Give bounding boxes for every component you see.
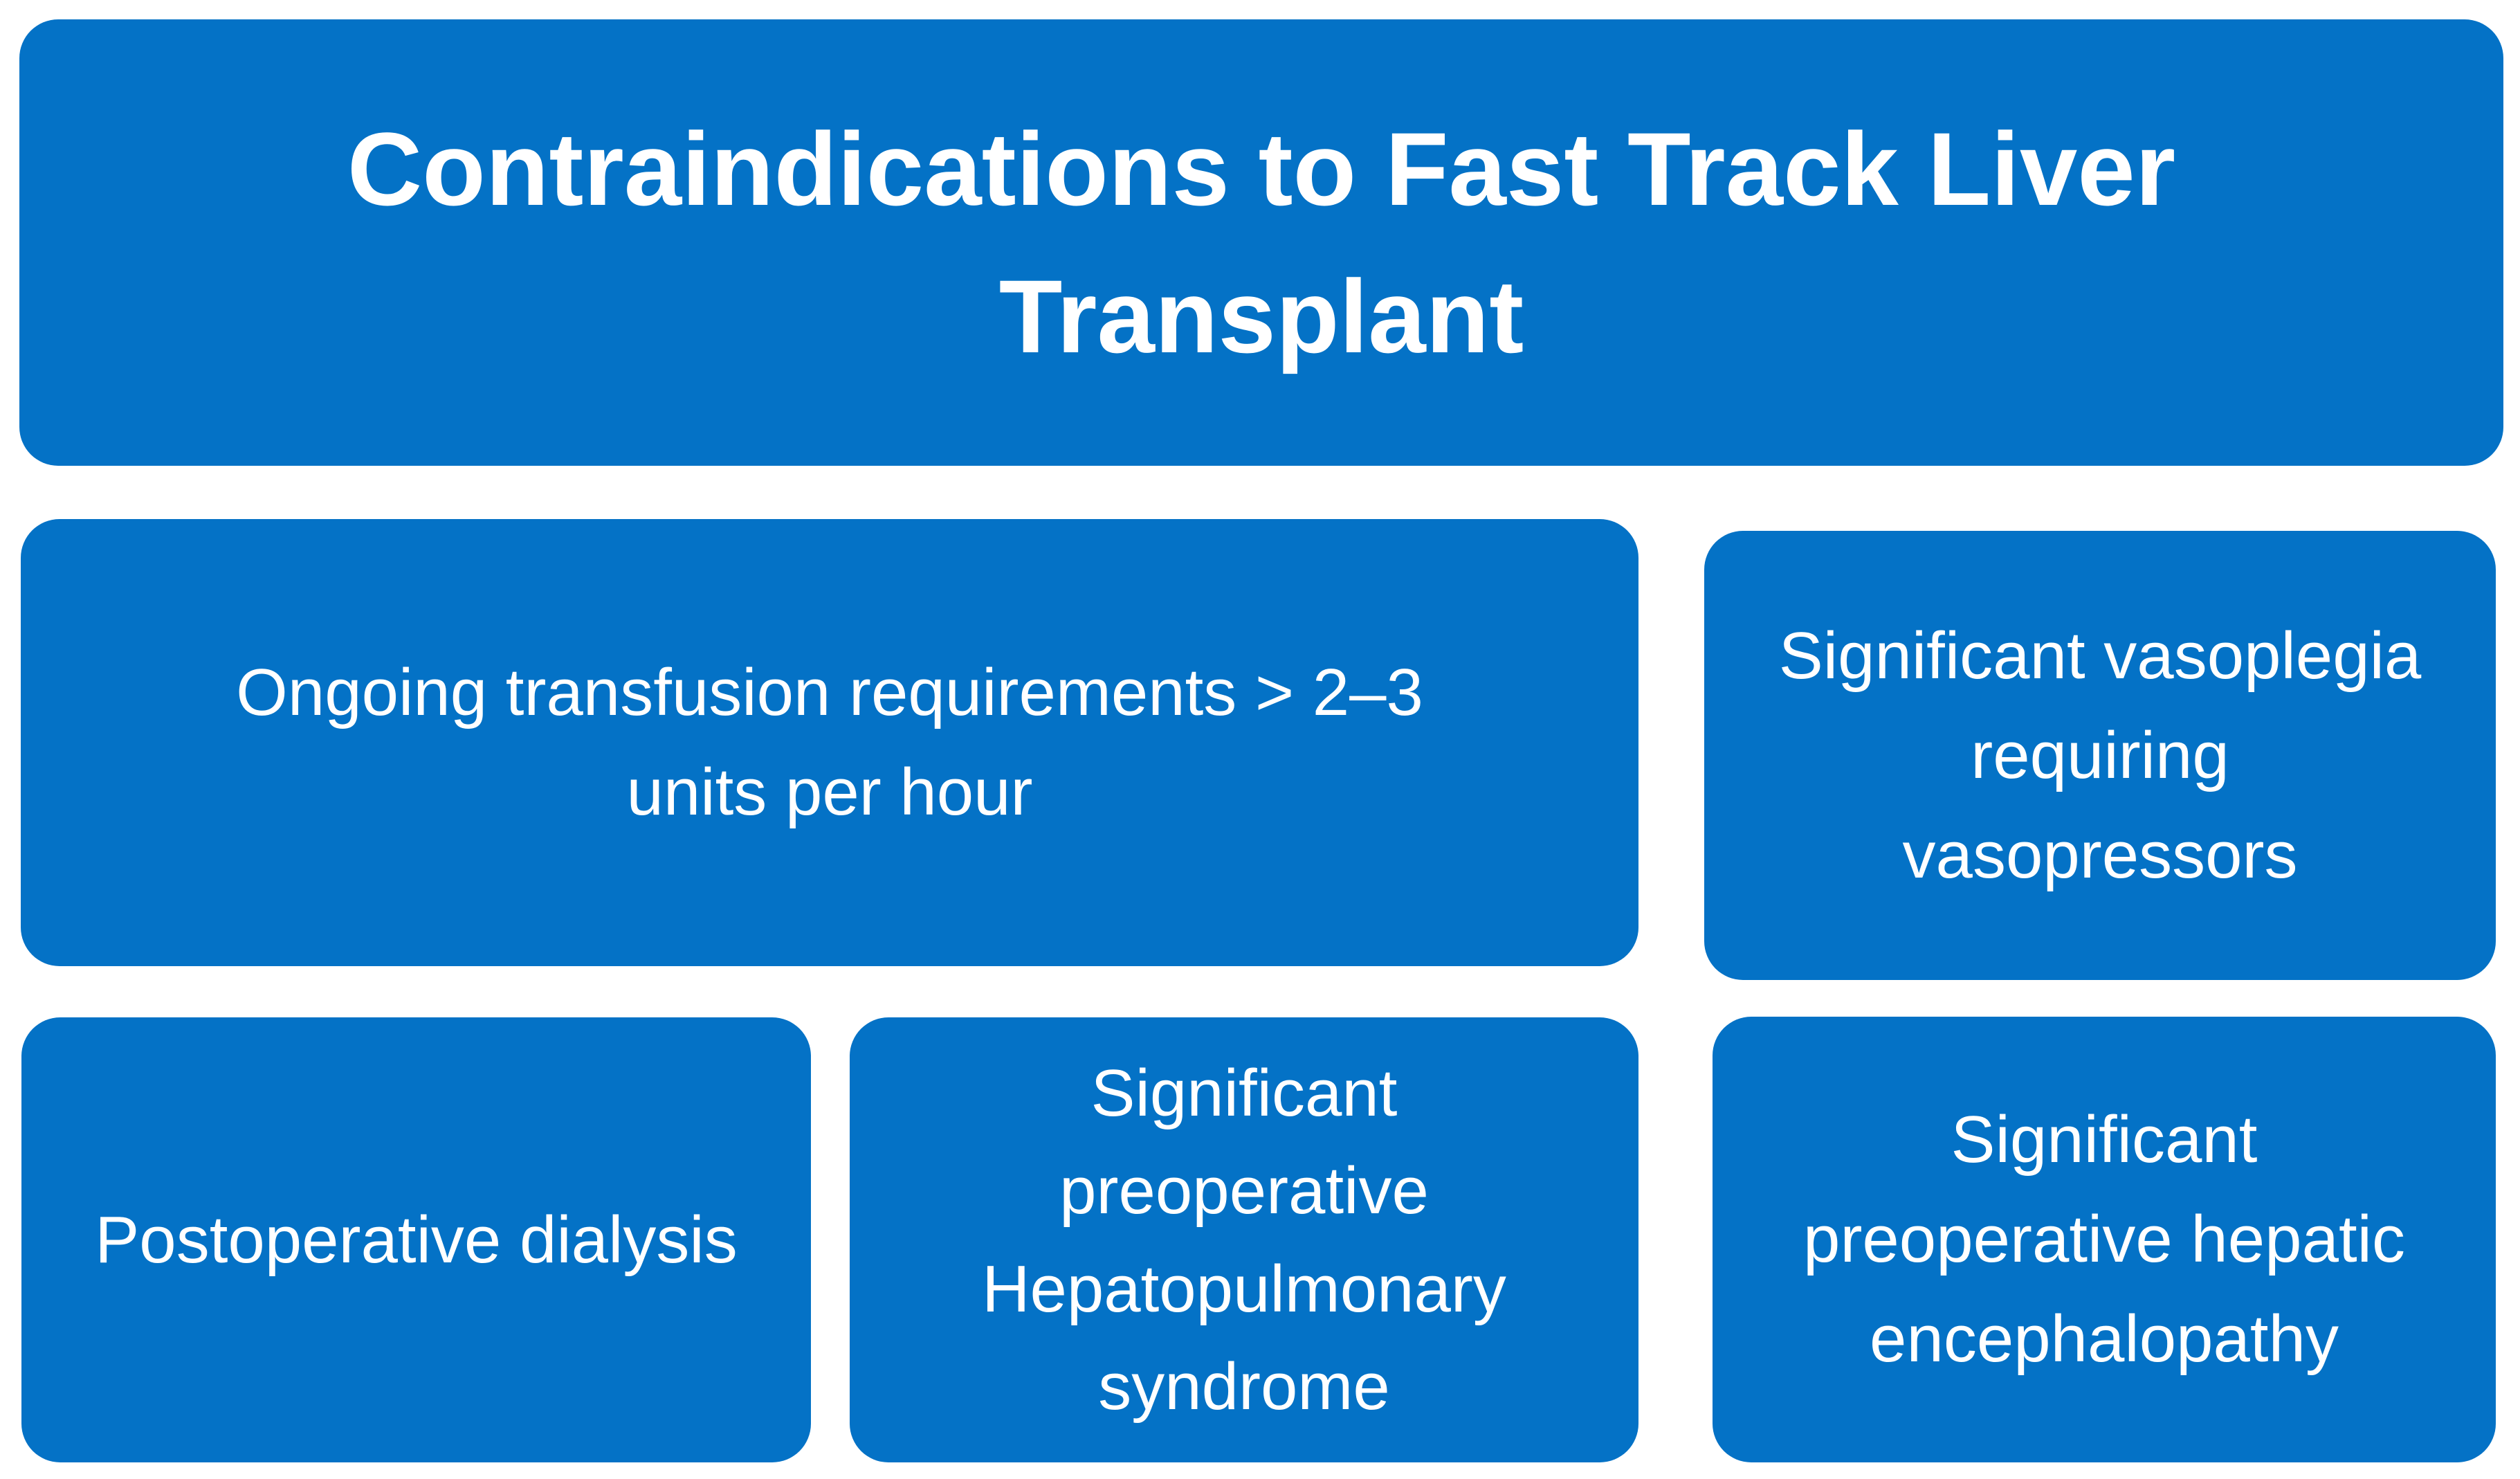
title-box: Contraindications to Fast Track Liver Tr… — [19, 19, 2503, 466]
box-hepatopulmonary-syndrome-label: Significant preoperative Hepatopulmonary… — [982, 1056, 1506, 1424]
box-postoperative-dialysis: Postoperative dialysis — [21, 1017, 811, 1462]
box-hepatic-encephalopathy-label: Significant preoperative hepatic encepha… — [1803, 1103, 2405, 1376]
box-hepatic-encephalopathy: Significant preoperative hepatic encepha… — [1713, 1017, 2496, 1462]
box-hepatopulmonary-syndrome: Significant preoperative Hepatopulmonary… — [850, 1017, 1638, 1462]
box-ongoing-transfusion-label: Ongoing transfusion requirements > 2–3 u… — [236, 655, 1423, 829]
box-significant-vasoplegia: Significant vasoplegia requiring vasopre… — [1704, 531, 2496, 980]
box-significant-vasoplegia-label: Significant vasoplegia requiring vasopre… — [1778, 618, 2422, 892]
box-ongoing-transfusion: Ongoing transfusion requirements > 2–3 u… — [21, 519, 1638, 966]
slide-title: Contraindications to Fast Track Liver Tr… — [347, 110, 2176, 374]
box-postoperative-dialysis-label: Postoperative dialysis — [95, 1202, 738, 1277]
